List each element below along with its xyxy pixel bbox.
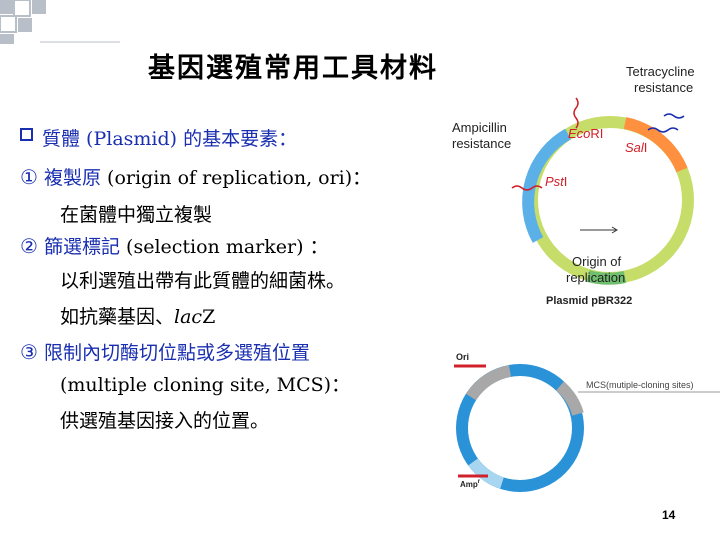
ecori-label: EcoRI	[568, 126, 603, 141]
item-1: ① 複製原 (origin of replication, ori)：	[20, 163, 371, 190]
tetracycline-arc	[623, 117, 688, 173]
amp-superscript: r	[478, 479, 481, 485]
ecori-suffix: RI	[590, 126, 603, 141]
ampicillin-label: Ampicillin	[452, 120, 507, 135]
mcs-label: MCS(mutiple-cloning sites)	[586, 380, 694, 390]
item-2-description-b-prefix: 如抗藥基因、	[60, 306, 175, 328]
item-2-description-a: 以利選殖出帶有此質體的細菌株。	[60, 270, 346, 292]
psti-italic: Pst	[545, 174, 565, 189]
sali-suffix: I	[644, 140, 648, 155]
item-1-detail: (origin of replication, ori)：	[101, 167, 372, 189]
ori-label: Origin of	[572, 254, 622, 269]
corner-decoration	[0, 0, 120, 44]
item-2-label: 篩選標記	[43, 236, 120, 258]
page-title: 基因選殖常用工具材料	[148, 53, 438, 84]
page-number: 14	[662, 508, 676, 522]
plasmid-caption: Plasmid pBR322	[546, 295, 632, 307]
tet-site-squiggle-icon	[663, 113, 685, 119]
amp-text: Amp	[460, 480, 478, 489]
item-3: ③ 限制內切酶切位點或多選殖位置	[20, 338, 310, 365]
lac-gene-italic: lac	[174, 306, 203, 328]
item-2: ② 篩選標記 (selection marker) ：	[20, 232, 329, 259]
mcs-ring-gray-segment-2	[555, 381, 584, 416]
psti-label: PstI	[545, 174, 567, 189]
item-1-label: 複製原	[43, 167, 101, 189]
ori-label-2: replication	[566, 270, 625, 285]
sali-site-squiggle-icon	[647, 127, 679, 133]
item-3-description-a: (multiple cloning site, MCS)：	[60, 374, 351, 396]
item-2-number: ②	[20, 234, 38, 258]
item-2-detail: (selection marker) ：	[120, 236, 329, 258]
item-3-label: 限制內切酶切位點或多選殖位置	[43, 342, 310, 364]
item-3-number: ③	[20, 340, 38, 364]
sali-italic: Sal	[625, 140, 645, 155]
ecori-italic: Eco	[568, 126, 590, 141]
plasmid-pbr322-figure: Tetracycline resistance Ampicillin resis…	[452, 64, 695, 307]
arrow-head-icon	[611, 226, 618, 234]
ori-label: Ori	[456, 352, 469, 362]
square-bullet-icon	[20, 128, 33, 141]
mcs-ring	[456, 364, 584, 492]
ampicillin-arc	[522, 128, 572, 243]
item-1-description: 在菌體中獨立複製	[60, 204, 213, 226]
ecori-site-squiggle-icon	[573, 97, 579, 129]
psti-site-squiggle-icon	[511, 185, 543, 191]
psti-suffix: I	[564, 174, 568, 189]
item-2-description-b-suffix: Z	[202, 306, 216, 328]
ampicillin-label-2: resistance	[452, 136, 511, 151]
amp-label: Ampr	[460, 479, 481, 489]
mcs-ring-gray-segment	[465, 365, 512, 401]
item-2-description-b: 如抗藥基因、lacZ	[60, 302, 215, 329]
mcs-plasmid-figure: Ori MCS(mutiple-cloning sites) Ampr	[454, 352, 720, 492]
item-3-description-b: 供選殖基因接入的位置。	[60, 410, 270, 432]
ori-arc	[586, 270, 627, 285]
sali-label: SalI	[625, 140, 647, 155]
tetracycline-label: Tetracycline	[626, 64, 695, 79]
item-1-number: ①	[20, 165, 38, 189]
heading: 質體 (Plasmid) 的基本要素：	[42, 128, 298, 150]
tetracycline-label-2: resistance	[634, 80, 693, 95]
